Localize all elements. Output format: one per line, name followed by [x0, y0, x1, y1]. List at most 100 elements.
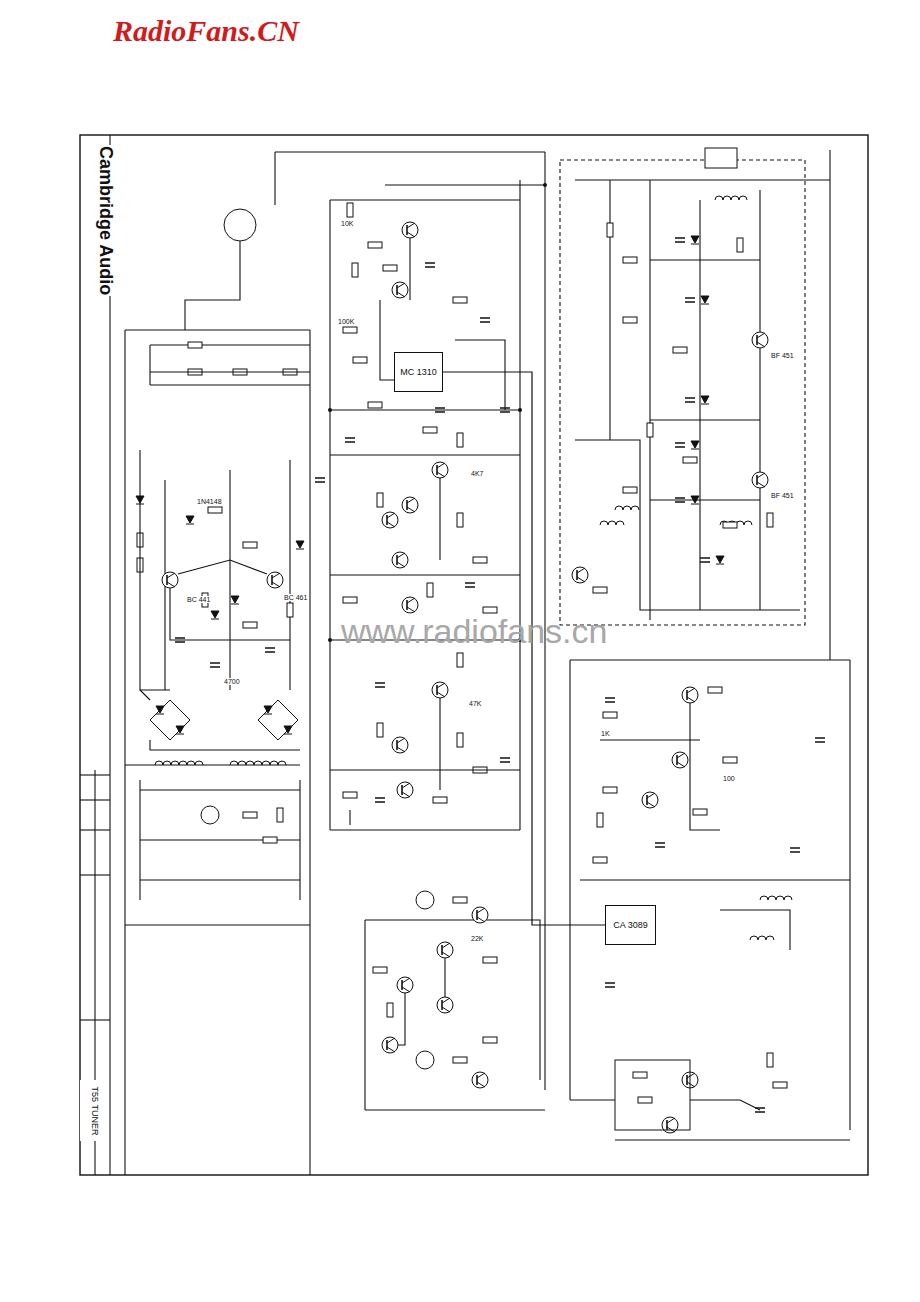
diode-symbol — [211, 611, 219, 619]
resistor-symbol — [277, 808, 283, 822]
transistor-symbol — [162, 572, 178, 588]
wire — [185, 241, 240, 330]
ic-package — [615, 1060, 690, 1130]
component-value: BF 451 — [770, 492, 795, 499]
capacitor-symbol — [500, 758, 510, 762]
resistor-symbol — [647, 423, 653, 437]
resistor-symbol — [708, 687, 722, 693]
diode-symbol — [716, 556, 724, 564]
wire — [409, 238, 410, 300]
capacitor-symbol — [425, 263, 435, 267]
wire — [125, 329, 310, 330]
resistor-symbol — [483, 1037, 497, 1043]
component-value: BC 441 — [186, 596, 211, 603]
resistor-symbol — [243, 542, 257, 548]
diode-symbol — [264, 706, 272, 714]
ic-chip: CA 3089 — [605, 905, 656, 945]
coil-symbol — [715, 196, 747, 200]
transistor-symbol — [432, 462, 448, 478]
ic-label: CA 3089 — [613, 920, 648, 930]
resistor-symbol — [457, 513, 463, 527]
resistor-symbol — [673, 347, 687, 353]
resistor-symbol — [633, 1072, 647, 1078]
watermark: RadioFans.CN — [112, 14, 300, 48]
resistor-symbol — [473, 557, 487, 563]
resistor-symbol — [623, 257, 637, 263]
wire — [229, 470, 230, 690]
resistor-symbol — [737, 238, 743, 252]
capacitor-symbol — [375, 798, 385, 802]
component-value: 4700 — [223, 678, 241, 685]
wire — [150, 740, 300, 750]
resistor-symbol — [387, 1003, 393, 1017]
wire — [170, 588, 290, 640]
title-block: T55 TUNER — [80, 1080, 109, 1141]
transistor-symbol — [437, 997, 453, 1013]
wire — [398, 993, 405, 1045]
transistor-symbol — [382, 1037, 398, 1053]
wire — [140, 879, 300, 880]
component-value: 100K — [337, 318, 355, 325]
resistor-symbol — [623, 317, 637, 323]
wire — [150, 371, 310, 372]
wire — [309, 330, 310, 1175]
transistor-symbol — [572, 567, 588, 583]
wire — [544, 830, 545, 1090]
resistor-symbol — [243, 812, 257, 818]
resistor-symbol — [208, 507, 222, 513]
wire — [600, 739, 700, 740]
wire — [330, 769, 520, 770]
component-value: 22K — [470, 935, 484, 942]
transistor-symbol — [397, 782, 413, 798]
capacitor-symbol — [790, 848, 800, 852]
transistor-symbol — [402, 597, 418, 613]
diode-symbol — [701, 396, 709, 404]
resistor-symbol — [638, 1097, 652, 1103]
resistor-symbol — [457, 733, 463, 747]
component-value: BF 451 — [770, 352, 795, 359]
junction-dot — [328, 638, 332, 642]
diode-symbol — [701, 296, 709, 304]
resistor-symbol — [453, 297, 467, 303]
capacitor-symbol — [375, 683, 385, 687]
resistor-symbol — [603, 712, 617, 718]
resistor-symbol — [593, 587, 607, 593]
capacitor-symbol — [675, 443, 685, 447]
transistor-symbol — [392, 282, 408, 298]
title-text: T55 TUNER — [90, 1086, 100, 1135]
resistor-symbol — [427, 583, 433, 597]
transistor-symbol — [402, 222, 418, 238]
coil-symbol — [600, 521, 624, 525]
resistor-symbol — [723, 757, 737, 763]
resistor-symbol — [343, 792, 357, 798]
wire — [140, 789, 300, 790]
wire — [649, 180, 650, 620]
resistor-symbol — [263, 837, 277, 843]
diode-symbol — [691, 441, 699, 449]
wire — [609, 180, 610, 440]
resistor-symbol — [368, 242, 382, 248]
wire — [329, 200, 330, 830]
wire — [720, 910, 790, 950]
wire — [444, 958, 445, 997]
wire — [365, 1109, 545, 1110]
wire — [289, 460, 290, 690]
resistor-symbol — [243, 622, 257, 628]
wire — [580, 879, 850, 880]
capacitor-symbol — [685, 398, 695, 402]
resistor-symbol — [607, 223, 613, 237]
wire — [178, 560, 267, 574]
wire — [849, 660, 850, 1130]
component-value: 1K — [600, 730, 611, 737]
coil-symbol — [615, 506, 639, 510]
wire — [570, 1099, 615, 1100]
din-socket — [224, 209, 256, 241]
lamp-symbol — [201, 806, 219, 824]
wire — [544, 152, 545, 830]
resistor-symbol — [423, 427, 437, 433]
wire — [560, 160, 805, 625]
wire — [650, 259, 760, 260]
coil-symbol — [155, 761, 203, 765]
wire — [80, 1019, 110, 1020]
